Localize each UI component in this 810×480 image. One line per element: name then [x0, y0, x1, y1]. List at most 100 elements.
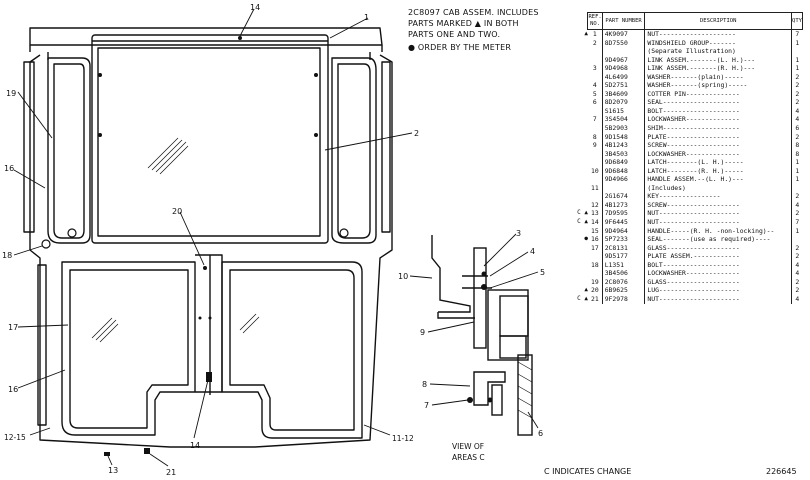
- row-qty: 1: [795, 64, 800, 73]
- row-ref: 8: [587, 132, 603, 142]
- row-ref: [587, 55, 603, 65]
- row-description: SCREW-------------------: [644, 200, 793, 210]
- row-ref: 10: [587, 166, 603, 176]
- row-description: LUG---------------------: [644, 286, 793, 295]
- row-qty: 2: [795, 98, 800, 107]
- row-part-number: 9D4968: [602, 64, 646, 73]
- row-mark: [577, 133, 588, 142]
- assembly-note: 2C8097 CAB ASSEM. INCLUDES PARTS MARKED …: [408, 7, 539, 53]
- row-mark: [577, 56, 588, 65]
- row-description: KEY----------------: [644, 192, 793, 201]
- row-ref: [587, 47, 603, 56]
- row-qty: 1: [795, 38, 800, 47]
- row-ref: [587, 192, 603, 201]
- row-part-number: 3B4609: [602, 89, 646, 99]
- row-qty: 2: [795, 81, 800, 90]
- row-ref: 4: [587, 81, 603, 90]
- row-description: SEAL--------------------: [644, 98, 793, 107]
- callout-labels: 1 2 3 4 5 6 7 8 9 10 11-12 12-15 13 14 1…: [2, 3, 545, 477]
- figure-number: 226645: [766, 467, 797, 476]
- row-ref: 1: [587, 29, 603, 39]
- row-description: NUT---------------------: [644, 218, 793, 227]
- row-part-number: 5P7233: [602, 235, 646, 244]
- view-caption-line-1: VIEW OF: [452, 442, 484, 451]
- table-row: 11 (Includes): [577, 183, 803, 193]
- callout-12-15: 12-15: [4, 433, 26, 442]
- row-mark: C ▲: [577, 294, 588, 302]
- callout-4: 4: [530, 247, 535, 256]
- row-part-number: 6B9625: [602, 286, 646, 295]
- callout-13: 13: [108, 466, 118, 475]
- row-mark: [577, 81, 588, 90]
- row-mark: [577, 158, 588, 167]
- row-part-number: 9D6848: [602, 166, 646, 176]
- row-part-number: 9F2978: [602, 294, 646, 304]
- row-part-number: 3B4503: [602, 149, 646, 159]
- row-ref: 16: [587, 235, 603, 244]
- row-part-number: 4L6499: [602, 72, 646, 82]
- view-caption-line-2: AREAS C: [452, 453, 485, 462]
- row-qty: 2: [795, 209, 800, 218]
- row-description: SEAL-------(use as required)----: [644, 235, 793, 244]
- callout-21: 21: [166, 468, 176, 477]
- row-qty: [792, 47, 803, 56]
- row-ref: 3: [587, 64, 603, 73]
- row-part-number: 3S4504: [602, 115, 646, 125]
- row-description: HANDLE-----(R. H. -non-locking)--: [644, 226, 793, 236]
- callout-8: 8: [422, 380, 427, 389]
- row-part-number: [602, 47, 646, 56]
- center-post: [195, 254, 223, 393]
- row-mark: [577, 39, 588, 48]
- row-ref: 2: [587, 38, 603, 48]
- row-qty: [792, 184, 803, 193]
- roof-frame: [29, 27, 383, 46]
- row-qty: 7: [795, 30, 800, 38]
- row-ref: 7: [587, 115, 603, 125]
- row-qty: 2: [795, 132, 800, 141]
- row-part-number: 2G1674: [602, 192, 646, 201]
- row-ref: [587, 158, 603, 167]
- row-ref: 18: [587, 260, 603, 270]
- row-mark: [577, 192, 588, 201]
- row-part-number: 5B2903: [602, 124, 646, 133]
- row-qty: 2: [795, 243, 800, 252]
- row-mark: C ▲: [577, 218, 588, 226]
- row-mark: [577, 124, 588, 133]
- row-mark: [577, 90, 588, 99]
- row-mark: ●: [584, 235, 588, 243]
- row-description: LOCKWASHER--------------: [644, 149, 793, 159]
- row-mark: [577, 184, 588, 193]
- parts-table-header: REF. NO. PART NUMBER DESCRIPTION QTY: [577, 12, 803, 30]
- row-description: PLATE ASSEM.------------: [644, 252, 793, 261]
- row-qty: 8: [795, 149, 800, 158]
- row-mark: [577, 47, 588, 56]
- row-part-number: 9D6849: [602, 158, 646, 167]
- row-qty: 2: [795, 277, 800, 286]
- row-description: NUT---------------------: [644, 209, 793, 219]
- callout-6: 6: [538, 429, 543, 438]
- row-description: LOCKWASHER--------------: [644, 269, 793, 278]
- row-description: WINDSHIELD GROUP-------: [644, 38, 793, 48]
- row-ref: [587, 124, 603, 133]
- row-qty: 1: [795, 226, 800, 235]
- row-description: HANDLE ASSEM.--(L. H.)---: [644, 175, 793, 184]
- row-qty: 4: [795, 294, 800, 303]
- callout-19: 19: [6, 89, 16, 98]
- row-description: WASHER-------(spring)-----: [644, 81, 793, 90]
- row-description: LINK ASSEM.-------(L. H.)---: [644, 55, 793, 65]
- callout-10: 10: [398, 272, 408, 281]
